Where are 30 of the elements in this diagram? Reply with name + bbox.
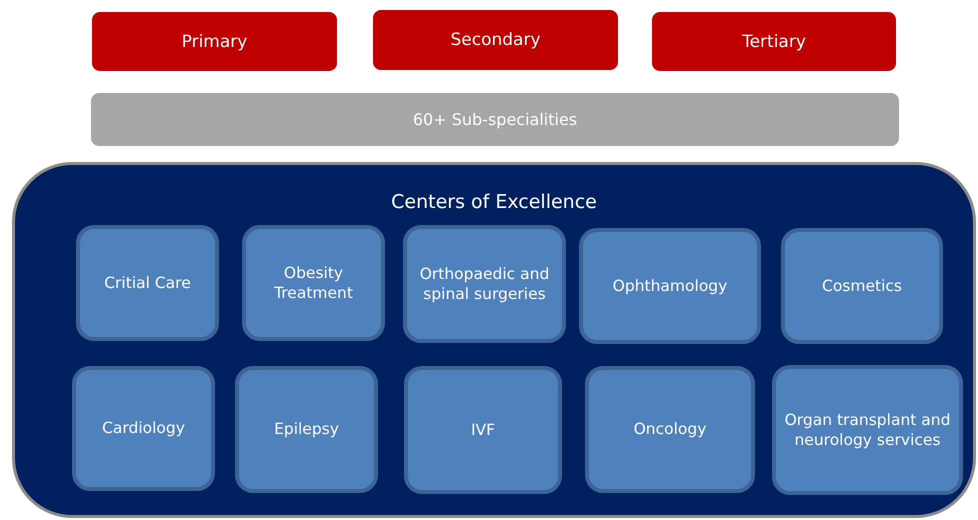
box-label: Orthopaedic and spinal surgeries — [418, 264, 550, 304]
box-label: Tertiary — [742, 32, 806, 52]
group-heading: Centers of Excellence — [391, 191, 597, 213]
tile-box — [772, 365, 963, 495]
tile-box — [579, 228, 761, 344]
tile-box — [585, 366, 755, 493]
box-label: Critial Care — [104, 272, 191, 294]
tile-box — [235, 366, 378, 493]
box-label: IVF — [470, 420, 496, 440]
box-label: Primary — [182, 32, 248, 52]
tile-box — [781, 228, 943, 344]
band-box — [91, 93, 899, 146]
level-box — [92, 12, 337, 71]
tile-box — [242, 225, 385, 341]
box-label: Organ transplant and neurology services — [784, 410, 951, 450]
tile-box — [72, 366, 215, 491]
box-label: Obesity Treatment — [273, 262, 354, 304]
group-panel — [12, 162, 976, 518]
box-label: 60+ Sub-specialities — [412, 110, 578, 129]
box-label: Ophthamology — [612, 276, 728, 296]
level-box — [373, 10, 618, 70]
tile-box — [404, 366, 562, 494]
box-label: Epilepsy — [274, 419, 339, 440]
box-label: Oncology — [634, 419, 706, 440]
tile-box — [76, 225, 219, 341]
level-box — [652, 12, 896, 71]
box-label: Cardiology — [102, 418, 185, 439]
box-label: Cosmetics — [822, 276, 902, 296]
box-label: Secondary — [450, 30, 541, 50]
tile-box — [403, 225, 566, 343]
